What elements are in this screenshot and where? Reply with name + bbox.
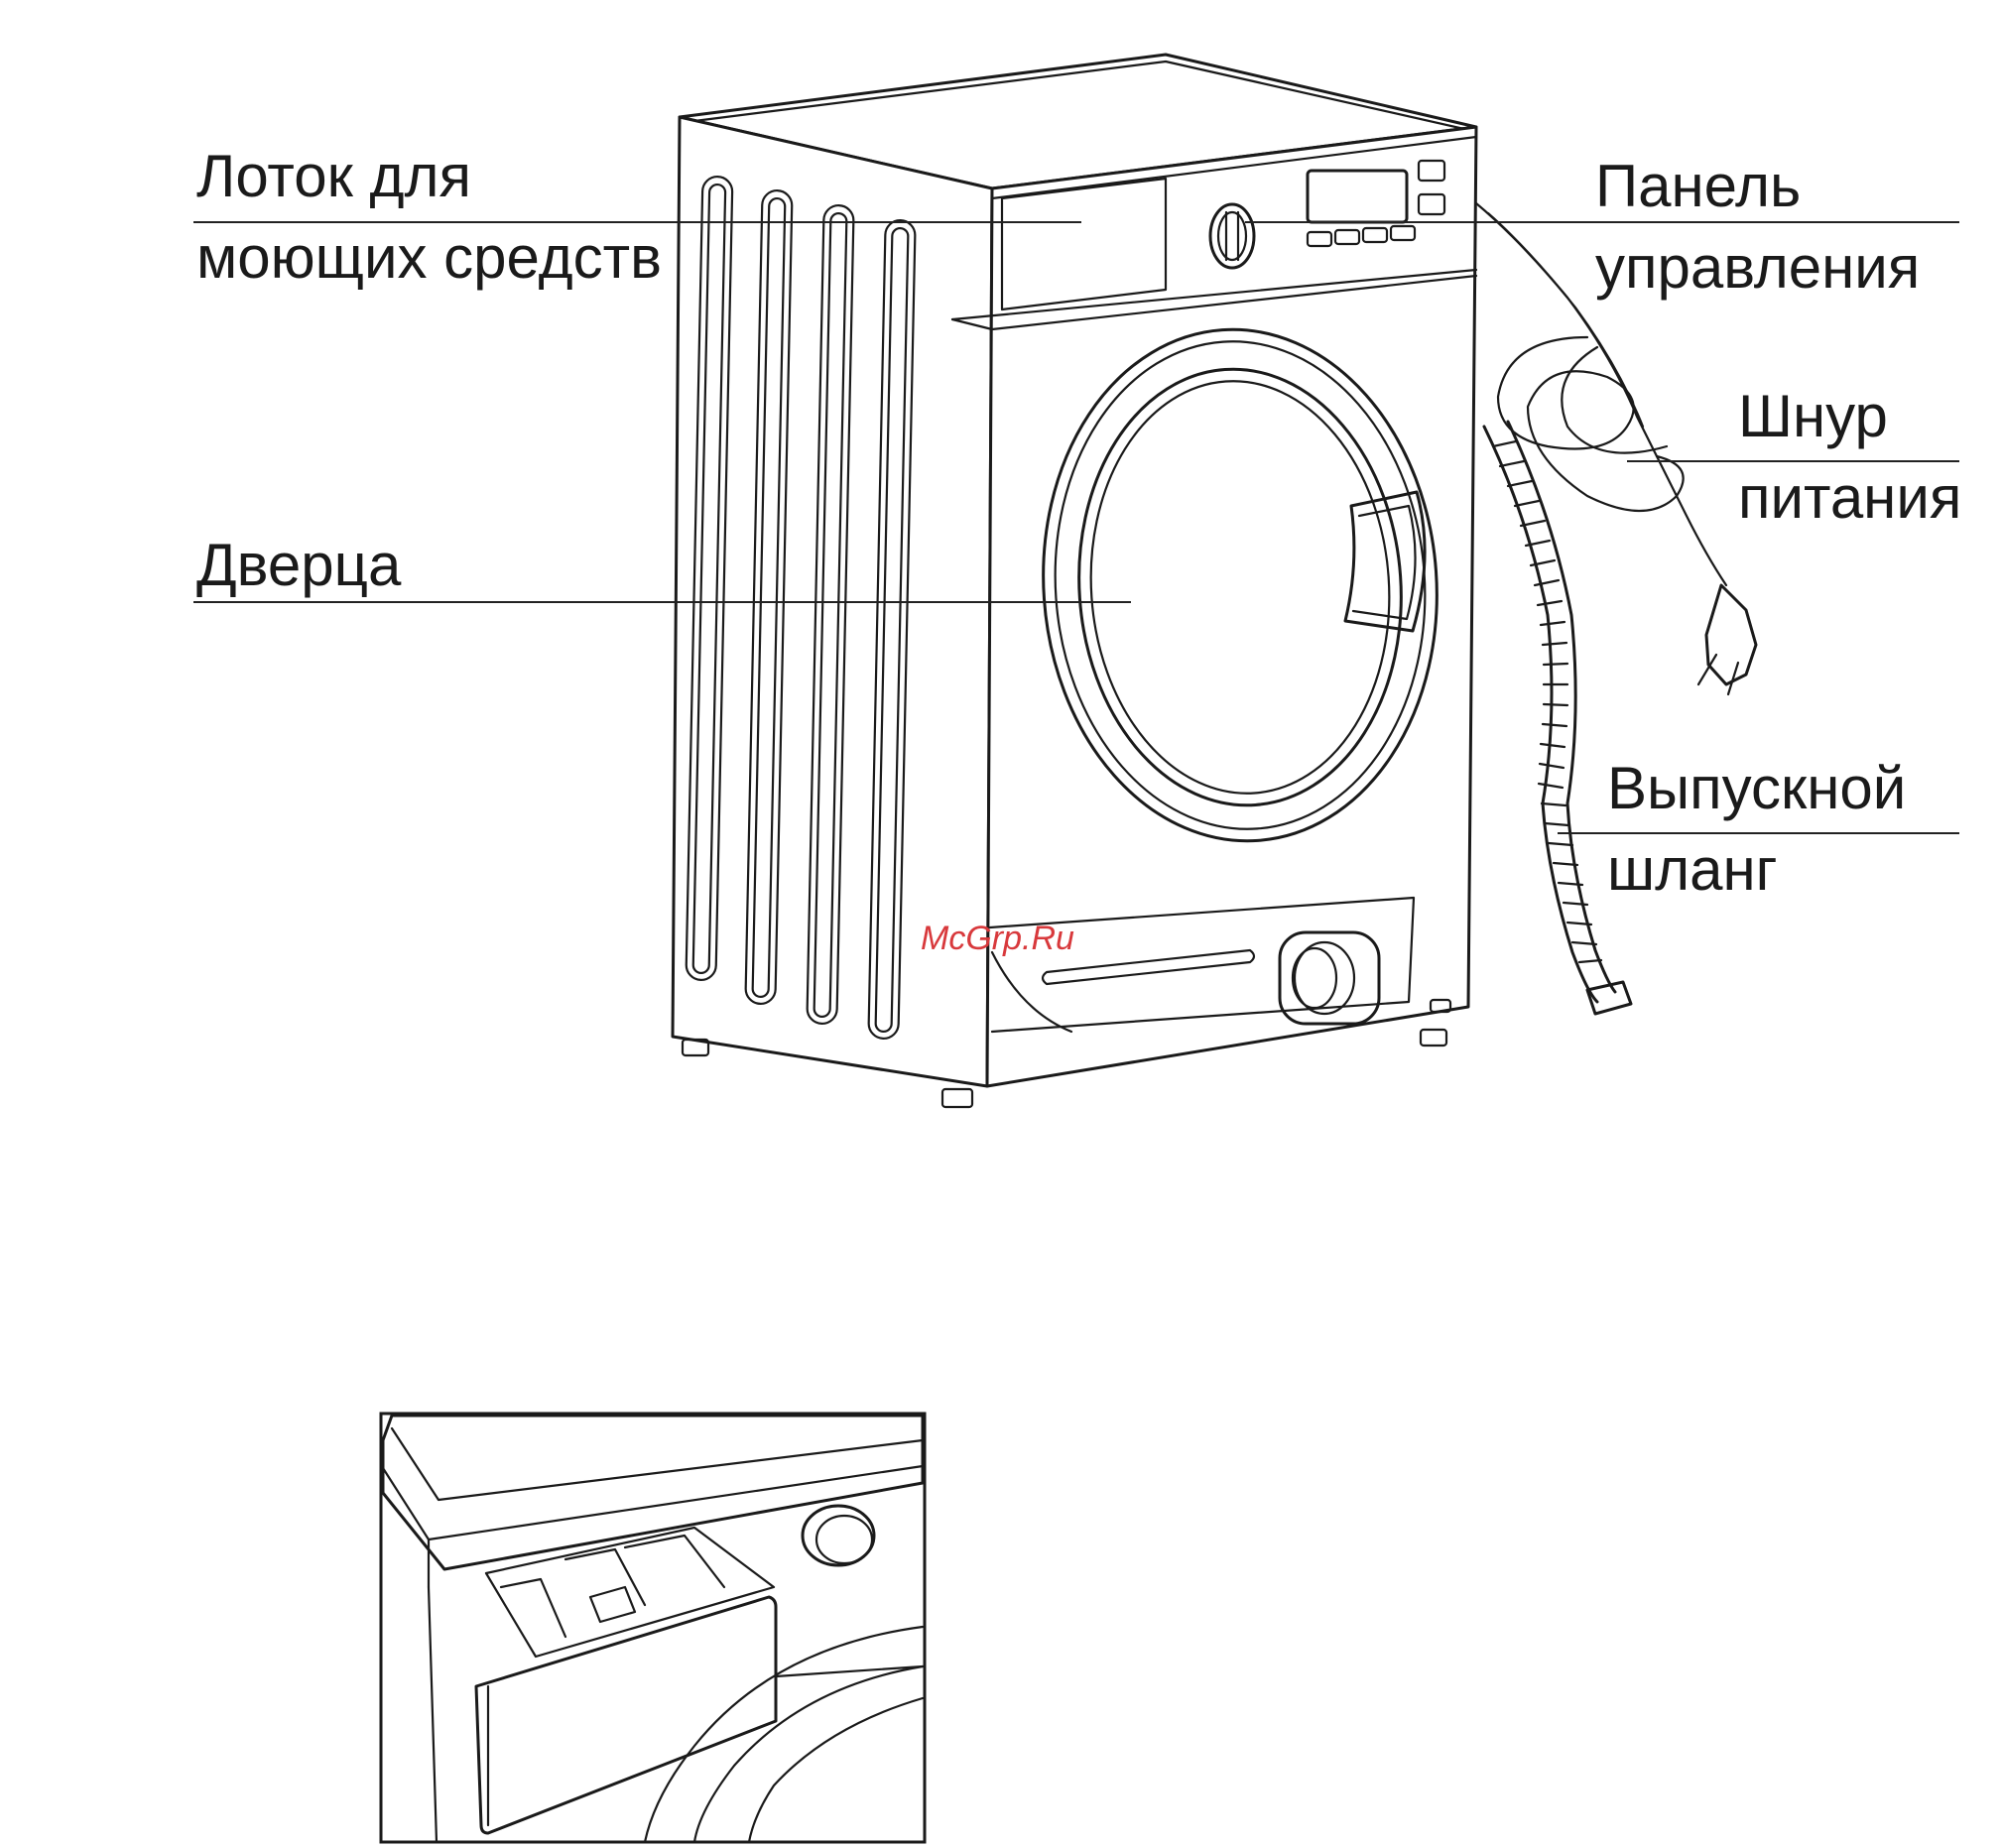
label-door: Дверца xyxy=(196,532,402,598)
label-drain-hose-line1: Выпускной xyxy=(1607,755,1906,821)
label-power-cord-line1: Шнур xyxy=(1738,383,1888,449)
watermark: McGrp.Ru xyxy=(921,920,1074,957)
label-drain-hose-line2: шланг xyxy=(1607,836,1778,903)
label-detergent-tray-line2: моющих средств xyxy=(196,224,662,291)
inset-detergent-drawer xyxy=(381,1414,925,1842)
drain-hose-icon xyxy=(1484,422,1631,1014)
label-control-panel-line1: Панель xyxy=(1595,153,1801,219)
label-control-panel-line2: управления xyxy=(1595,234,1920,301)
label-power-cord-line2: питания xyxy=(1738,464,1961,531)
washing-machine-illustration xyxy=(673,55,1756,1107)
label-detergent-tray-line1: Лоток для xyxy=(196,143,471,209)
